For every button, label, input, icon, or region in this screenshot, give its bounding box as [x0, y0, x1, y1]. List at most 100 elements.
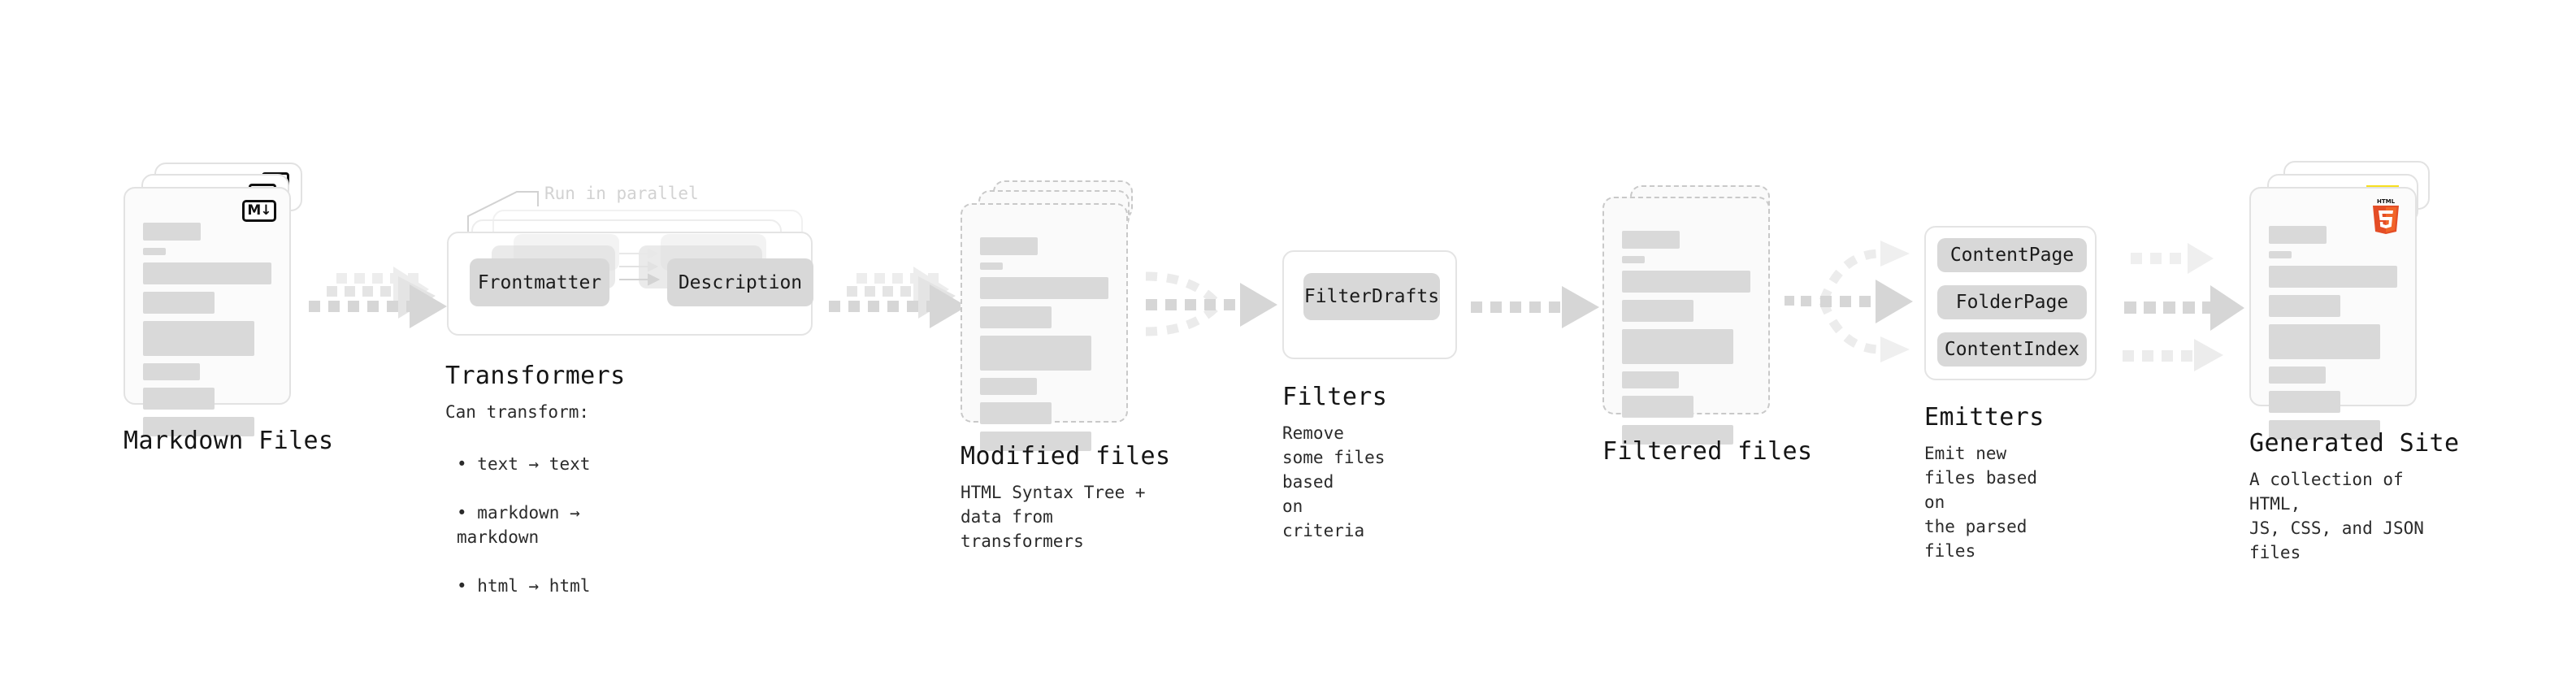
markdown-badge-icon: M↓ [242, 200, 276, 222]
transformer-chip-frontmatter[interactable]: Frontmatter [470, 258, 609, 306]
doc-bar [2269, 367, 2326, 384]
arrow-lane-single [1471, 286, 1599, 328]
emitters-title: Emitters [1924, 403, 2045, 432]
doc-bar [980, 432, 1092, 451]
filtered-file-stack [1602, 185, 1781, 445]
doc-bar [980, 378, 1037, 395]
doc-placeholder-lines [980, 237, 1108, 458]
markdown-badge-glyph: M↓ [242, 200, 276, 222]
filter-chip-label: FilterDrafts [1303, 286, 1440, 307]
doc-bar [980, 306, 1052, 328]
emitters-subtitle: Emit new files based on the parsed files [1924, 444, 2038, 561]
run-in-parallel-bracket [467, 191, 539, 237]
markdown-doc-front: M↓ [124, 187, 291, 436]
markdown-title: Markdown Files [124, 427, 334, 455]
bullet-dot: • [457, 454, 478, 474]
doc-bar [143, 388, 215, 410]
filtered-caption: Filtered files [1602, 437, 1812, 466]
connector-emitters-to-generated [2123, 243, 2244, 371]
bullet-dot: • [457, 576, 478, 596]
arrow-lane-bottom [2123, 339, 2223, 371]
filter-chip-filterdrafts[interactable]: FilterDrafts [1303, 273, 1440, 320]
doc-bar [143, 292, 215, 314]
doc-bar [2269, 420, 2381, 440]
doc-placeholder-lines [143, 223, 271, 444]
connector-filters-to-filtered [1471, 286, 1599, 328]
doc-bar [980, 237, 1039, 255]
emitter-chip-label: FolderPage [1955, 292, 2069, 313]
html5-badge-glyph: HTML [2373, 198, 2399, 234]
stage-markdown-files: M↓ M↓ M↓ [124, 163, 333, 455]
filtered-doc-front [1602, 197, 1770, 445]
doc-bar [143, 321, 255, 356]
merge-lane-center [1146, 283, 1277, 327]
connector-modified-to-filters [1145, 271, 1277, 336]
filtered-title: Filtered files [1602, 437, 1813, 466]
emitter-chip-folderpage[interactable]: FolderPage [1937, 285, 2087, 319]
bullet-text: markdown → markdown [457, 503, 580, 547]
stage-modified-files: Modified files HTML Syntax Tree + data f… [961, 180, 1170, 551]
transformers-subtitle: Can transform: [445, 402, 590, 422]
merge-lane-top [1145, 271, 1221, 307]
transformer-inner-arrows [619, 248, 661, 286]
transformers-bullet: • markdown → markdown [457, 476, 626, 549]
bullet-text: text → text [477, 454, 591, 474]
doc-placeholder-lines [2269, 226, 2397, 447]
generated-file-stack: CSS HTML [2249, 161, 2436, 440]
stage-filtered-files: Filtered files [1602, 185, 1812, 466]
emitter-chip-label: ContentPage [1949, 245, 2075, 266]
modified-title: Modified files [961, 442, 1171, 471]
emitter-chip-contentpage[interactable]: ContentPage [1937, 238, 2087, 272]
transformers-bullets: • text → text • markdown → markdown • ht… [445, 427, 626, 598]
filters-subtitle: Remove some files based on criteria [1282, 423, 1386, 540]
connector-markdown-to-transformers [309, 267, 447, 328]
generated-title: Generated Site [2249, 429, 2460, 458]
split-lane-top [1819, 249, 1881, 303]
doc-bar [980, 402, 1052, 424]
generated-subtitle: A collection of HTML, JS, CSS, and JSON … [2249, 470, 2424, 562]
doc-placeholder-lines [1622, 231, 1750, 452]
split-lane-center [1785, 280, 1913, 323]
doc-bar [2269, 226, 2327, 244]
filters-caption: Filters Remove some files based on crite… [1282, 383, 1387, 543]
connector-transformers-to-modified [829, 267, 967, 328]
run-in-parallel-label: Run in parallel [544, 184, 699, 203]
arrow-lane-front [829, 284, 967, 328]
connector-filtered-to-emitters [1785, 241, 1913, 362]
doc-bar [980, 336, 1092, 371]
transformers-caption: Transformers Can transform: • text → tex… [445, 362, 626, 598]
arrow-lane-front [309, 284, 447, 328]
arrow-lane-middle [2124, 285, 2244, 331]
transformers-bullet: • html → html [457, 549, 626, 598]
stage-generated-site: CSS HTML [2249, 161, 2459, 562]
doc-bar [143, 223, 202, 241]
emitters-panel: ContentPage FolderPage ContentIndex [1924, 226, 2097, 380]
modified-doc-front [961, 203, 1128, 451]
doc-bar [143, 417, 255, 436]
doc-bar [1622, 371, 1679, 388]
doc-bar [980, 277, 1108, 299]
split-arrowhead-top [1880, 241, 1910, 267]
html5-badge-icon: HTML [2370, 197, 2402, 234]
emitter-chip-contentindex[interactable]: ContentIndex [1937, 332, 2087, 367]
doc-bar [2269, 266, 2397, 288]
doc-bar [1622, 256, 1646, 263]
doc-bar [143, 363, 200, 380]
doc-bar [2269, 295, 2341, 317]
modified-file-stack [961, 180, 1139, 451]
doc-bar [1622, 300, 1694, 322]
bullet-text: html → html [477, 576, 591, 596]
markdown-file-stack: M↓ M↓ M↓ [124, 163, 302, 436]
transformer-chip-description[interactable]: Description [667, 258, 813, 306]
doc-bar [143, 262, 271, 284]
split-arrowhead-bottom [1880, 336, 1910, 362]
doc-bar [143, 248, 167, 255]
transformer-chip-label: Description [678, 271, 803, 293]
modified-caption: Modified files HTML Syntax Tree + data f… [961, 442, 1170, 553]
modified-subtitle: HTML Syntax Tree + data from transformer… [961, 483, 1146, 551]
transformer-chip-label: Frontmatter [477, 271, 602, 293]
split-lane-bottom [1819, 300, 1881, 354]
doc-bar [2269, 251, 2292, 258]
doc-bar [2269, 324, 2381, 359]
